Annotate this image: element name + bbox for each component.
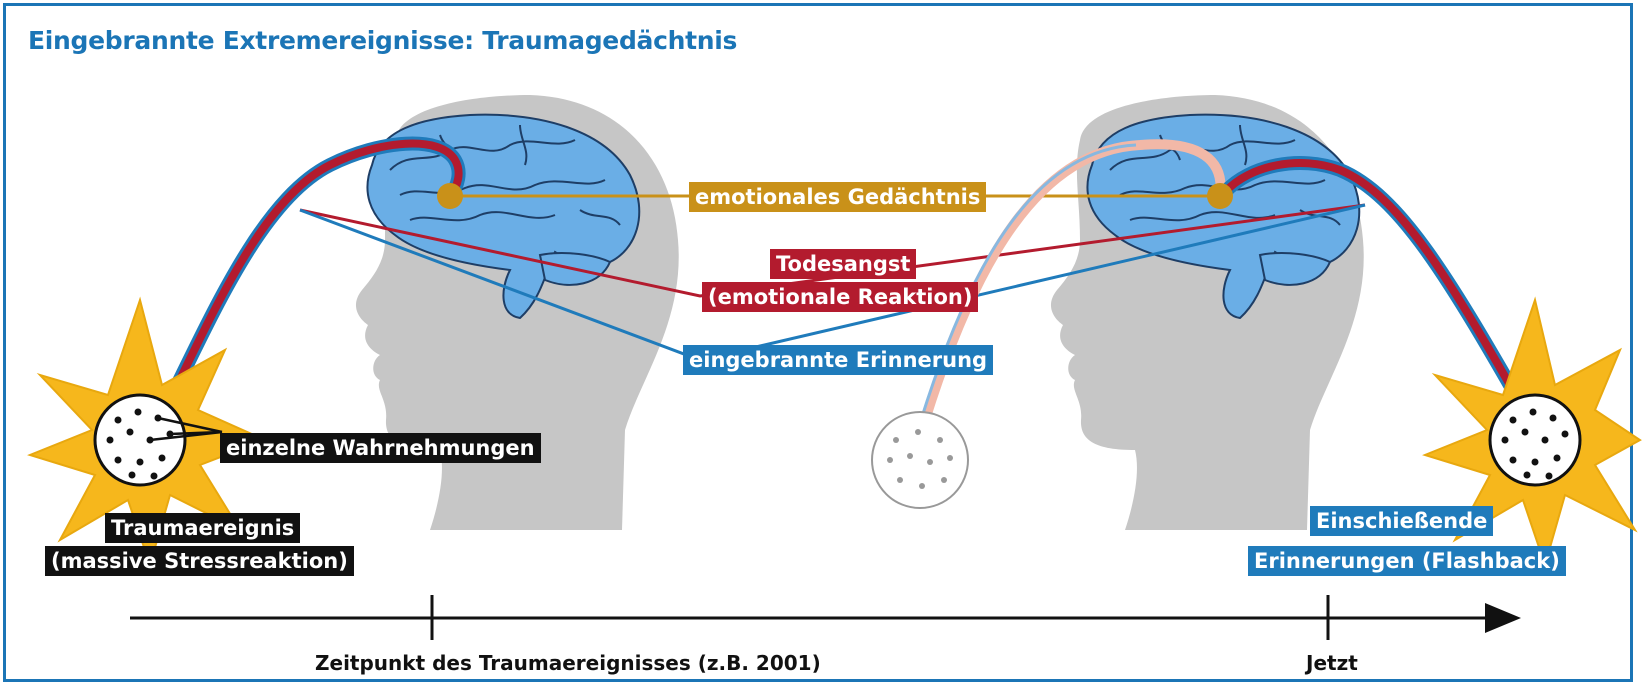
faded-memory-circle [872,412,968,508]
label-burned-memory: eingebrannte Erinnerung [683,345,993,375]
label-trauma-line2: (massive Stressreaktion) [45,546,354,576]
label-fear-line1: Todesangst [770,249,916,279]
label-trauma-line1: Traumaereignis [105,513,300,543]
label-fear-line2: (emotionale Reaktion) [702,282,978,312]
timeline-label-event: Zeitpunkt des Traumaereignisses (z.B. 20… [315,651,821,675]
label-emotional-memory: emotionales Gedächtnis [689,182,986,212]
label-flashback-line2: Erinnerungen (Flashback) [1248,546,1566,576]
left-amygdala-dot [437,183,463,209]
timeline-label-now: Jetzt [1306,651,1358,675]
right-amygdala-dot [1207,183,1233,209]
label-perceptions: einzelne Wahrnehmungen [220,433,541,463]
label-flashback-line1: Einschießende [1310,506,1493,536]
